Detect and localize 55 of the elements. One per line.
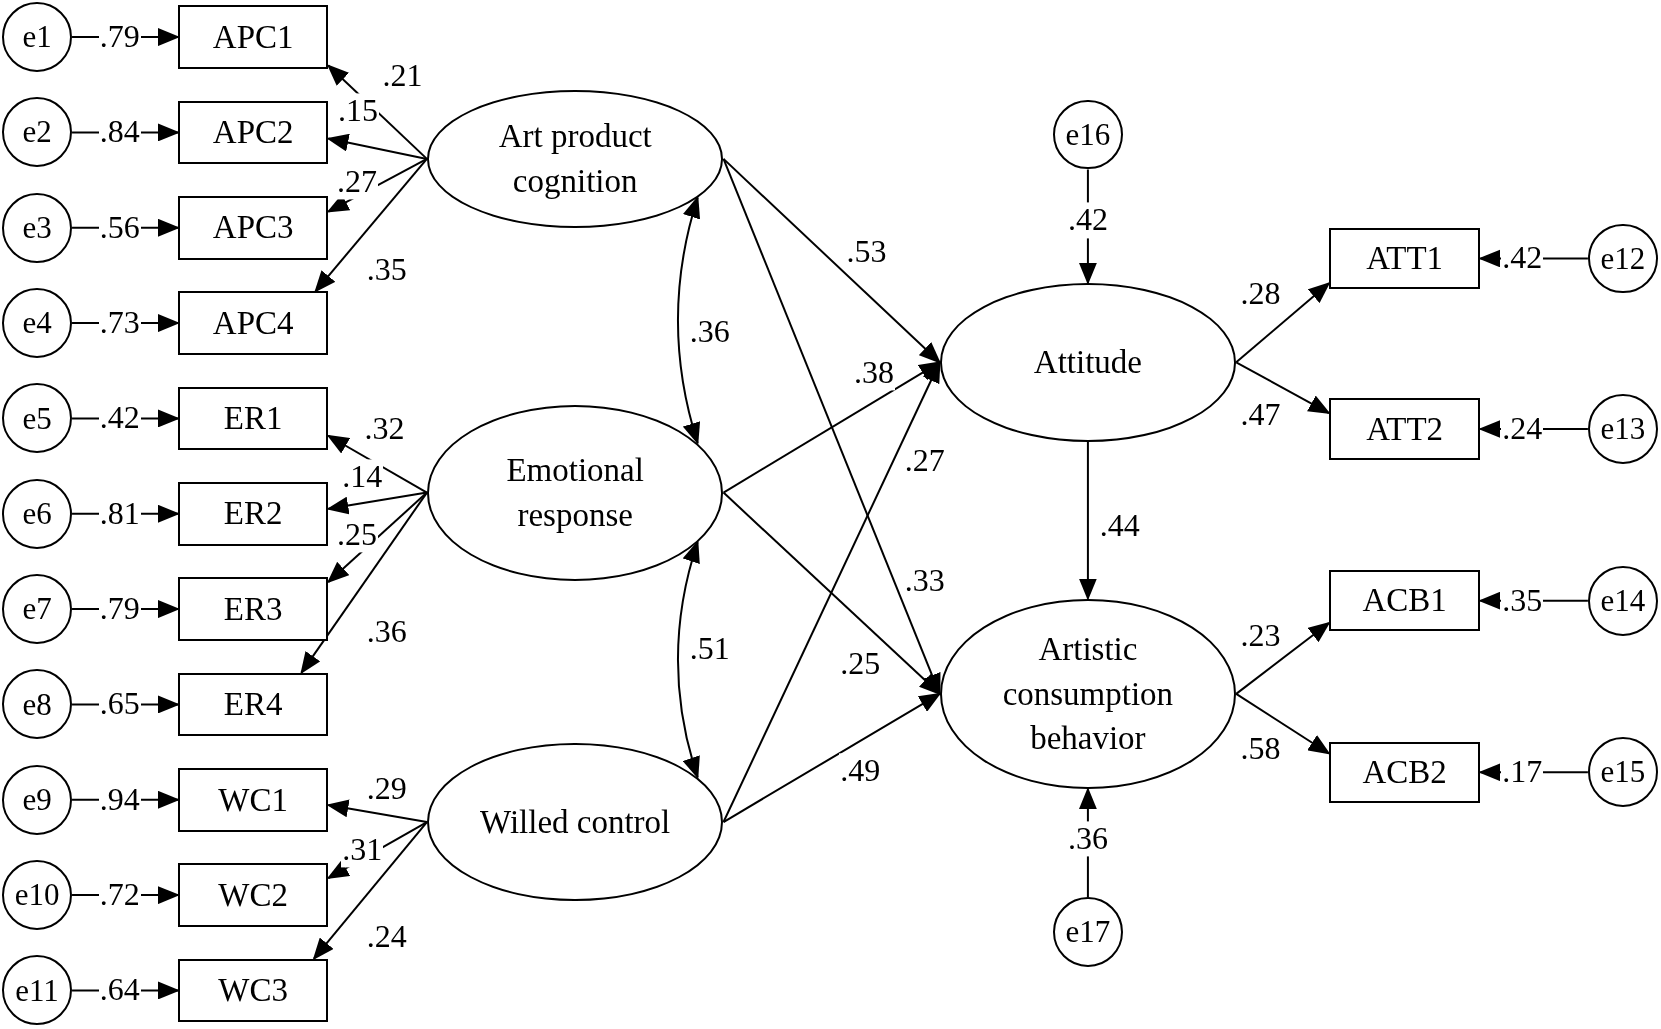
indicator-box [177, 386, 329, 451]
node-label: ER1 [223, 399, 283, 439]
node-label: APC1 [212, 17, 294, 57]
node-label: WC2 [218, 875, 288, 915]
node-label: Artistic consumption behavior [1001, 630, 1175, 759]
node-label: APC4 [212, 303, 294, 343]
node-label: e14 [1600, 581, 1646, 620]
node-label: Emotional response [505, 451, 645, 535]
node-label: e6 [22, 494, 52, 533]
node-label: WC3 [218, 971, 288, 1011]
node-label: e7 [22, 590, 52, 629]
node-label: e2 [22, 113, 52, 152]
node-label: ACB2 [1362, 752, 1447, 792]
indicator-box [177, 958, 329, 1023]
node-label: Attitude [1032, 343, 1143, 382]
node-label: WC1 [218, 780, 288, 820]
node-label: ATT1 [1366, 239, 1444, 279]
indicator-box [1328, 741, 1481, 803]
node-label: APC3 [212, 208, 294, 248]
indicator-box [177, 195, 329, 260]
path-arrow [312, 821, 428, 961]
node-label: ATT2 [1366, 409, 1444, 449]
indicator-box [177, 5, 329, 69]
indicator-box [177, 577, 329, 641]
node-label: e3 [22, 208, 52, 247]
node-label: APC2 [212, 113, 294, 153]
node-label: ER2 [223, 494, 283, 534]
node-label: e9 [22, 780, 52, 819]
node-label: ACB1 [1362, 581, 1447, 621]
covariance-arrow [676, 540, 701, 780]
node-label: e17 [1065, 913, 1111, 952]
node-label: e15 [1600, 753, 1646, 792]
node-label: Art product cognition [497, 117, 653, 201]
node-label: Willed control [479, 802, 672, 842]
node-label: e4 [22, 304, 52, 343]
node-label: e10 [14, 876, 60, 915]
indicator-box [1328, 398, 1481, 460]
path-arrow [1078, 440, 1097, 601]
node-label: e12 [1600, 239, 1646, 278]
indicator-box [177, 291, 329, 355]
indicator-box [177, 768, 329, 832]
node-label: ER3 [223, 589, 283, 629]
node-label: e13 [1600, 410, 1646, 449]
indicator-box [177, 863, 329, 927]
node-label: e1 [22, 18, 52, 57]
indicator-box [177, 482, 329, 546]
node-label: e11 [15, 971, 59, 1010]
node-label: ER4 [223, 685, 283, 725]
indicator-box [177, 100, 329, 165]
indicator-box [177, 672, 329, 737]
indicator-box [1328, 227, 1481, 290]
node-label: e16 [1065, 115, 1111, 154]
node-label: e5 [22, 399, 52, 438]
node-label: e8 [22, 685, 52, 724]
indicator-box [1328, 569, 1481, 632]
